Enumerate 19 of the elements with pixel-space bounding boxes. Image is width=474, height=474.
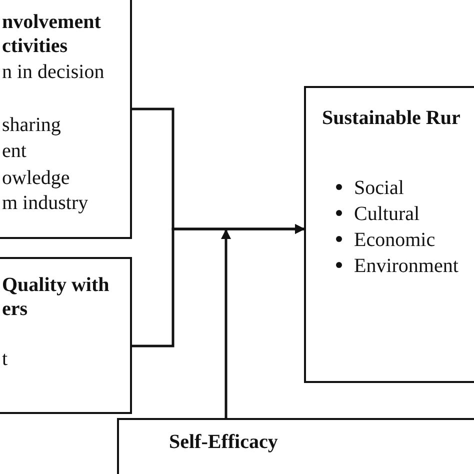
arrow: [132, 224, 305, 348]
concept-box: [0, 0, 132, 239]
box-text: t: [2, 347, 8, 371]
box-text: ent: [2, 139, 26, 163]
box-heading: Quality with ers: [2, 273, 110, 321]
concept-box: [0, 257, 132, 414]
bullet-item: Social: [354, 177, 404, 199]
box-heading: Self-Efficacy: [169, 430, 278, 454]
arrow: [221, 229, 231, 418]
bullet-item: Economic: [354, 229, 436, 251]
concept-box: [304, 86, 474, 383]
box-text: sharing: [2, 113, 61, 137]
box-heading: Sustainable Rur: [322, 106, 460, 130]
concept-box: [117, 418, 474, 474]
box-text: owledge: [2, 166, 70, 190]
box-text: n in decision: [2, 60, 104, 84]
box-text: m industry: [2, 191, 88, 215]
bullet-item: Environment: [354, 255, 458, 277]
bullet-item: Cultural: [354, 203, 420, 225]
